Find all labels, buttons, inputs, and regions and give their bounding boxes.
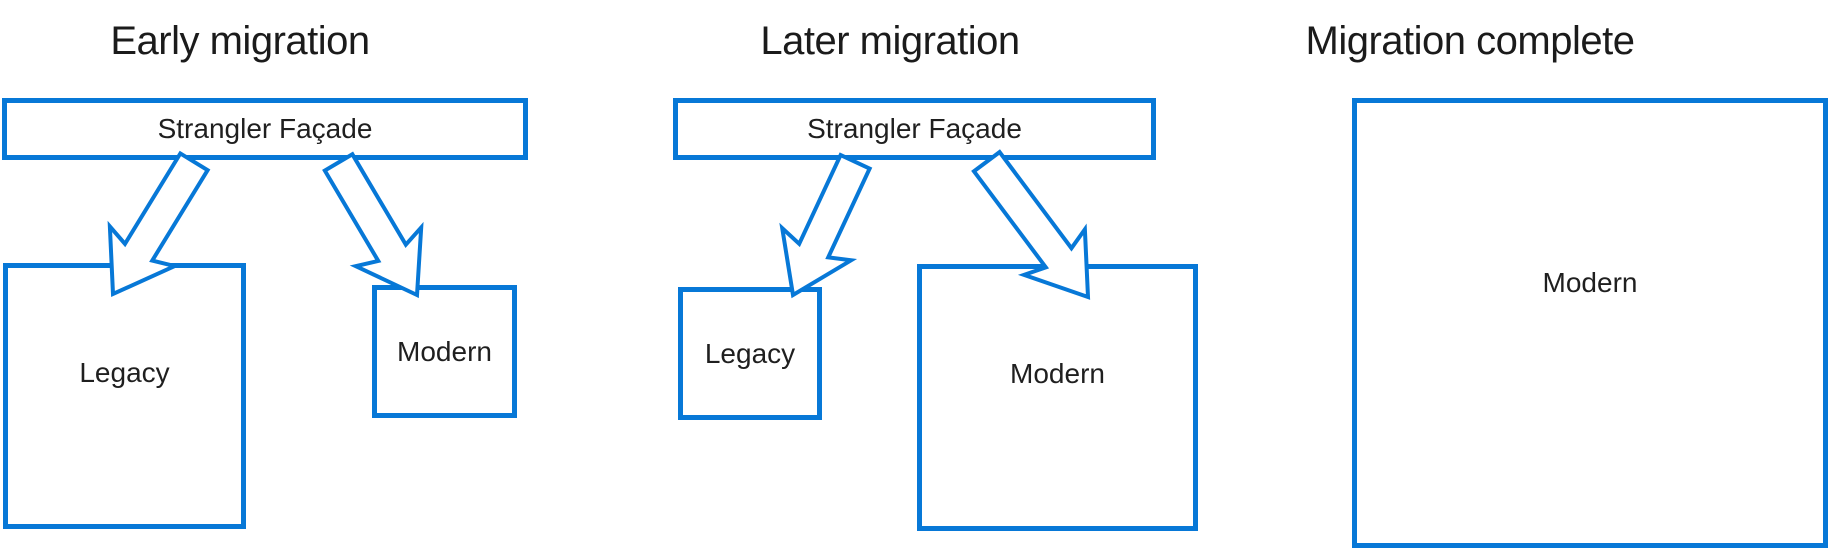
modern-box-early: Modern (372, 285, 517, 418)
modern-label-complete: Modern (1542, 267, 1638, 299)
panel-title-early-migration: Early migration (110, 19, 370, 63)
legacy-label-early: Legacy (79, 356, 170, 388)
facade-label-early: Strangler Façade (157, 113, 373, 144)
panel-title-later-migration: Later migration (760, 19, 1020, 63)
legacy-box-later: Legacy (678, 287, 822, 420)
modern-label-later: Modern (1010, 358, 1105, 390)
panel-title-migration-complete: Migration complete (1305, 19, 1635, 63)
facade-box-later: Strangler Façade (673, 98, 1156, 160)
legacy-label-later: Legacy (704, 337, 796, 369)
facade-label-later: Strangler Façade (807, 113, 1022, 144)
modern-label-early: Modern (397, 335, 492, 367)
modern-box-later: Modern (917, 264, 1198, 531)
modern-box-complete: Modern (1352, 98, 1828, 548)
legacy-box-early: Legacy (3, 263, 246, 529)
facade-box-early: Strangler Façade (2, 98, 528, 160)
